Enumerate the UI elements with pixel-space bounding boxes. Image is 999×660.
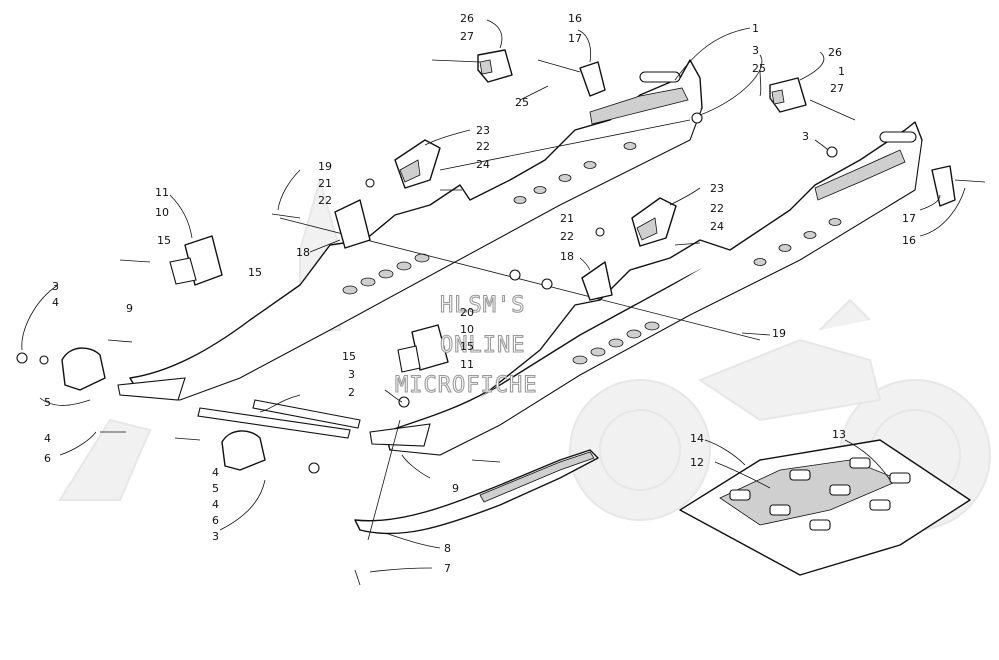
callout-label: 6 <box>44 452 51 465</box>
callout-label: 19 <box>318 160 332 173</box>
callout-label: 19 <box>772 327 786 340</box>
bracket-part-18-left <box>334 199 371 249</box>
watermark-line-3: MICROFICHE <box>395 373 537 398</box>
callout-label: 12 <box>690 456 704 469</box>
callout-label: 10 <box>460 323 474 336</box>
callout-label: 23 <box>710 182 724 195</box>
wear-strip-part-8 <box>354 449 599 535</box>
callout-label: 23 <box>476 124 490 137</box>
callout-label: 5 <box>44 396 51 409</box>
callout-label: 18 <box>296 246 310 259</box>
callout-label: 15 <box>342 350 356 363</box>
bracket-part-26-left <box>477 49 513 83</box>
callout-label: 25 <box>752 62 766 75</box>
callout-label: 4 <box>52 296 59 309</box>
callout-label: 21 <box>560 212 574 225</box>
callout-label: 3 <box>802 130 809 143</box>
callout-label: 16 <box>568 12 582 25</box>
callout-label: 11 <box>460 358 474 371</box>
callout-label: 10 <box>155 206 169 219</box>
rail-end-left <box>117 377 186 401</box>
callout-label: 15 <box>460 340 474 353</box>
callout-label: 3 <box>348 368 355 381</box>
block-part-10-left <box>169 235 223 286</box>
block-part-23-left <box>394 139 441 189</box>
rail-holes-right <box>572 218 842 365</box>
callout-label: 17 <box>902 212 916 225</box>
callout-label: 27 <box>830 82 844 95</box>
callout-leaders <box>21 19 966 573</box>
callout-label: 22 <box>476 140 490 153</box>
callout-label: 26 <box>828 46 842 59</box>
callout-label: 3 <box>752 44 759 57</box>
callout-label: 22 <box>560 230 574 243</box>
callout-label: 14 <box>690 432 704 445</box>
callout-label: 16 <box>902 234 916 247</box>
watermark-line-2: ONLINE <box>440 333 525 358</box>
bracket-part-17-right <box>931 165 956 207</box>
callout-label: 2 <box>348 386 355 399</box>
cross-shafts-part-2 <box>197 399 361 439</box>
callout-label: 1 <box>752 22 759 35</box>
bracket-part-18-right <box>581 261 613 301</box>
callout-label: 15 <box>157 234 171 247</box>
callout-label: 24 <box>476 158 490 171</box>
hardware-nuts-bolts <box>16 59 986 586</box>
block-part-10-right <box>397 324 449 373</box>
callout-label: 15 <box>248 266 262 279</box>
callout-label: 3 <box>52 280 59 293</box>
callout-label: 27 <box>460 30 474 43</box>
callout-label: 7 <box>444 562 451 575</box>
callout-label: 6 <box>212 514 219 527</box>
callout-label: 4 <box>44 432 51 445</box>
slide-rail-right <box>384 121 923 456</box>
callout-label: 5 <box>212 482 219 495</box>
watermark-line-1: HLSM'S <box>440 293 525 318</box>
callout-label: 9 <box>452 482 459 495</box>
block-part-23-right <box>631 197 677 247</box>
bracket-part-16-left <box>579 61 606 97</box>
track-assembly <box>679 439 971 576</box>
callout-label: 21 <box>318 177 332 190</box>
watermark-text: HLSM'S ONLINE MICROFICHE <box>394 292 537 398</box>
bumper-part-5-right <box>221 430 266 471</box>
callout-label: 11 <box>155 186 169 199</box>
callout-label: 17 <box>568 32 582 45</box>
callout-label: 8 <box>444 542 451 555</box>
callout-labels: 26 27 16 17 1 3 25 26 1 25 27 3 23 22 24… <box>44 12 916 575</box>
track-lugs <box>729 457 911 531</box>
callout-label: 4 <box>212 498 219 511</box>
callout-label: 4 <box>212 466 219 479</box>
rail-end-right <box>369 423 431 447</box>
callout-label: 25 <box>515 96 529 109</box>
callout-label: 20 <box>460 306 474 319</box>
callout-label: 13 <box>832 428 846 441</box>
callout-label: 3 <box>212 530 219 543</box>
callout-label: 9 <box>126 302 133 315</box>
callout-label: 22 <box>710 202 724 215</box>
bumper-part-5-left <box>61 347 106 391</box>
callout-label: 26 <box>460 12 474 25</box>
callout-label: 24 <box>710 220 724 233</box>
bracket-part-26-right <box>769 77 807 113</box>
callout-label: 1 <box>838 65 845 78</box>
callout-label: 18 <box>560 250 574 263</box>
callout-label: 22 <box>318 194 332 207</box>
